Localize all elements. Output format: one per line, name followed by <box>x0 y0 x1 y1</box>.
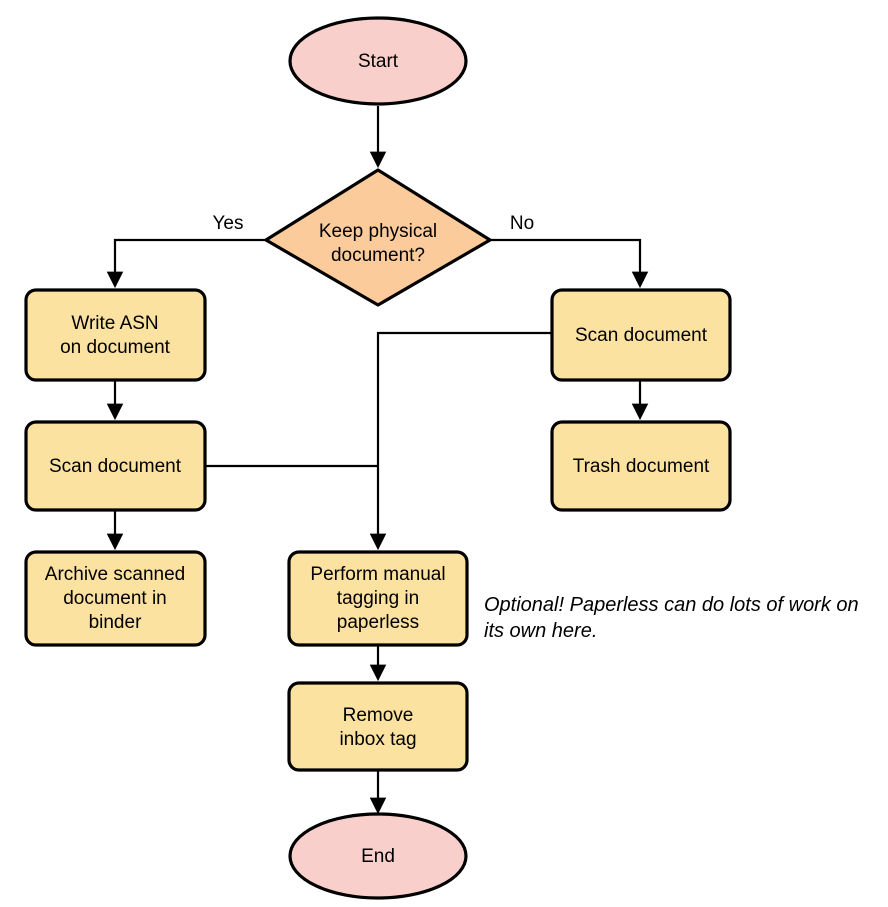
node-remove-inbox-tag-label-line1: Remove <box>343 705 414 726</box>
edge-decision-yes-to-write-asn <box>106 238 266 289</box>
node-scan-document-left-shape[interactable] <box>24 420 207 512</box>
node-tagging-shape[interactable] <box>287 550 469 647</box>
node-tagging-label-line3: paperless <box>337 612 419 633</box>
node-scan-document-left-label: Scan document <box>49 456 182 477</box>
node-scan-document-right-label: Scan document <box>575 325 708 346</box>
node-remove-inbox-tag-shape[interactable] <box>287 681 469 772</box>
node-write-asn-label-line1: Write ASN <box>71 313 158 334</box>
node-end-shape[interactable] <box>288 812 468 900</box>
node-start-label: Start <box>358 51 399 72</box>
node-tagging-label-line2: tagging in <box>337 588 419 609</box>
node-tagging-label-line1: Perform manual <box>310 564 445 585</box>
node-scan-document-right-shape[interactable] <box>550 288 732 382</box>
annotation-line-1: Optional! Paperless can do lots of work … <box>484 594 859 616</box>
edge-scan-right-to-tagging <box>369 331 552 551</box>
node-decision-shape[interactable] <box>264 168 492 307</box>
node-write-asn-shape[interactable] <box>24 288 207 382</box>
node-remove-inbox-tag[interactable]: Remove inbox tag <box>287 681 469 772</box>
node-end[interactable]: End <box>288 812 468 900</box>
node-end-label: End <box>361 846 395 867</box>
node-remove-inbox-tag-label-line2: inbox tag <box>339 729 416 750</box>
edge-decision-no-to-scan-right <box>490 238 649 289</box>
node-perform-manual-tagging[interactable]: Perform manual tagging in paperless <box>287 550 469 647</box>
edges <box>106 106 649 815</box>
node-start[interactable]: Start <box>288 16 468 106</box>
node-write-asn-label-line2: on document <box>60 337 171 358</box>
edge-label-no: No <box>510 213 534 234</box>
node-trash-document-label: Trash document <box>573 456 710 477</box>
node-trash-document[interactable]: Trash document <box>550 420 732 512</box>
node-archive-scanned-document-in-binder[interactable]: Archive scanned document in binder <box>24 550 207 647</box>
node-scan-document-left[interactable]: Scan document <box>24 420 207 512</box>
node-archive-label-line2: document in <box>63 588 167 609</box>
node-archive-label-line3: binder <box>89 612 142 633</box>
node-scan-document-right[interactable]: Scan document <box>550 288 732 382</box>
node-archive-label-line1: Archive scanned <box>45 564 185 585</box>
node-trash-document-shape[interactable] <box>550 420 732 512</box>
annotation-line-2: its own here. <box>484 620 597 642</box>
annotation-optional-note: Optional! Paperless can do lots of work … <box>484 594 859 642</box>
node-start-shape[interactable] <box>288 16 468 106</box>
edge-label-yes: Yes <box>213 213 244 234</box>
node-archive-shape[interactable] <box>24 550 207 647</box>
node-keep-physical-document-decision[interactable]: Keep physical document? <box>264 168 492 307</box>
node-write-asn-on-document[interactable]: Write ASN on document <box>24 288 207 382</box>
node-decision-label-line1: Keep physical <box>319 221 437 242</box>
node-decision-label-line2: document? <box>331 245 425 266</box>
